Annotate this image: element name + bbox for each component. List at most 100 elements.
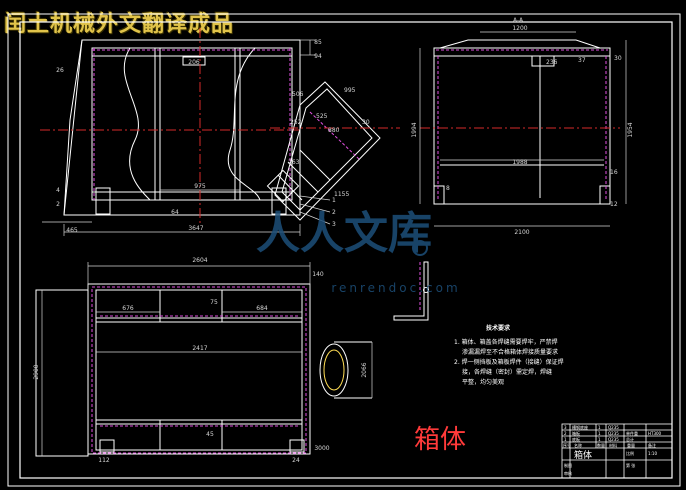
dim-1155: 1155 — [334, 191, 349, 198]
dim-2066: 2066 — [361, 362, 368, 377]
tech-req-line-1: 1. 箱体、箱盖各焊缝需要焊牢，严禁焊 — [454, 338, 558, 346]
dim-24: 24 — [292, 457, 300, 464]
dim-64: 64 — [171, 209, 179, 216]
middle-dim-text: 506 995 880 525 252 30 263 1155 1 2 3 — [288, 87, 370, 228]
dim-2100: 2100 — [514, 229, 529, 236]
top-left-hidden — [92, 48, 292, 200]
dim-94: 94 — [314, 53, 322, 60]
bottom-view-hidden — [91, 286, 307, 454]
dim-45: 45 — [206, 431, 214, 438]
dim-525: 525 — [316, 113, 328, 120]
tb-part-name: 箱体 — [574, 449, 592, 461]
tb-scale: 1:10 — [648, 451, 657, 456]
label-2: 2 — [332, 209, 336, 216]
tb-hdr-c5: 备注 — [648, 442, 656, 448]
dim-506: 506 — [292, 91, 304, 98]
tech-req-title: 技术要求 — [486, 324, 511, 332]
tb-hdr-c0: 序号 — [563, 442, 571, 448]
tb-r2-c4: 单件重 — [626, 430, 638, 436]
dim-2900: 2900 — [33, 364, 40, 379]
top-right-hidden — [436, 49, 608, 200]
top-right-dim-text: 1200 1988 2100 1994 1954 236 37 30 16 12… — [411, 17, 634, 236]
top-left-dimlines — [42, 39, 316, 236]
dim-263: 263 — [288, 159, 300, 166]
middle-view — [266, 81, 381, 221]
dim-112: 112 — [98, 457, 110, 464]
tb-r1-c3: Q235 — [608, 425, 619, 430]
bottom-view-dim-text: 2604 140 676 684 2417 2900 3000 112 24 7… — [33, 257, 330, 464]
tb-r2-c1: 箱板 — [572, 430, 580, 436]
dim-140: 140 — [312, 271, 324, 278]
dim-684: 684 — [256, 305, 268, 312]
dim-3000: 3000 — [314, 445, 329, 452]
technical-requirements: 技术要求 1. 箱体、箱盖各焊缝需要焊牢，严禁焊 渗漏漏焊至不合格箱体焊接质量要… — [454, 324, 564, 386]
top-right-view — [433, 39, 611, 205]
bottom-view-dimlines — [41, 262, 311, 456]
watermark-logo-icon — [412, 240, 428, 256]
dim-30-right: 30 — [614, 55, 622, 62]
dim-1200: 1200 — [512, 25, 527, 32]
bracket-detail — [393, 261, 429, 321]
tech-req-line-3: 2. 焊一侧挡板及箱板焊件（接缝）保证焊 — [454, 358, 564, 366]
tech-req-line-4: 接，各焊缝（密封）需定焊，焊缝 — [462, 368, 552, 376]
dim-236: 236 — [546, 59, 558, 66]
dim-16: 16 — [610, 169, 618, 176]
watermark-main: 人人文库 — [256, 208, 432, 259]
label-1: 1 — [332, 197, 336, 204]
tb-hdr-c2: 数量 — [597, 442, 605, 448]
dim-2: 2 — [56, 201, 60, 208]
dim-252: 252 — [290, 119, 302, 126]
dim-37: 37 — [578, 57, 586, 64]
watermark-url: renrendoc.com — [331, 281, 460, 295]
middle-leaders — [299, 195, 331, 225]
dim-1988: 1988 — [512, 159, 527, 166]
drawing-title: 箱体 — [414, 425, 466, 455]
dim-1954: 1954 — [627, 122, 634, 137]
dim-26: 26 — [56, 67, 64, 74]
top-left-dim-text: 3647 975 64 465 206 94 85 4 26 2 — [56, 39, 322, 234]
dim-12: 12 — [610, 201, 618, 208]
tb-r3-c4: 总计 — [626, 436, 634, 442]
tech-req-line-5: 平整，均匀美观 — [462, 378, 504, 386]
tb-hdr-c1: 名称 — [574, 442, 582, 448]
tb-hdr-c3: 材料 — [609, 442, 617, 448]
bottom-view — [35, 283, 311, 457]
tb-r3-c2: 1 — [598, 437, 601, 442]
tech-req-line-2: 渗漏漏焊至不合格箱体焊接质量要求 — [462, 348, 558, 356]
banner-title: 闰土机械外文翻译成品 — [4, 12, 235, 37]
dim-676: 676 — [122, 305, 134, 312]
dim-75: 75 — [210, 299, 218, 306]
tb-hdr-c4: 重量 — [627, 442, 635, 448]
dim-880: 880 — [328, 127, 340, 134]
watermark: 人人文库 renrendoc.com — [256, 208, 460, 295]
tb-r1-c1: 槽钢底座 — [572, 424, 588, 430]
dim-465: 465 — [66, 227, 78, 234]
dim-85: 85 — [314, 39, 322, 46]
tb-r1-c0: 3 — [564, 425, 567, 430]
tb-check: 审核 — [564, 470, 572, 476]
tb-r2-c3: Q235 — [608, 431, 619, 436]
top-right-dimlines — [419, 31, 627, 227]
tb-r3-c0: 1 — [564, 437, 567, 442]
tb-drawn: 制图 — [564, 462, 572, 468]
dim-4: 4 — [56, 187, 60, 194]
middle-view-hidden — [309, 111, 361, 161]
title-block — [561, 423, 673, 479]
tb-r2-c5: HT300 — [648, 431, 662, 436]
section-label-aa: A-A — [513, 17, 524, 24]
title-block-text: 3 槽钢底座 1 Q235 2 箱板 1 Q235 单件重 HT300 1 底板… — [563, 424, 662, 476]
tb-r2-c0: 2 — [564, 431, 567, 436]
dim-2417: 2417 — [192, 345, 207, 352]
sheet-frame — [7, 13, 681, 487]
dim-206: 206 — [188, 59, 200, 66]
dim-3647: 3647 — [188, 225, 203, 232]
top-left-view — [63, 39, 301, 216]
tb-r3-c1: 底板 — [572, 436, 580, 442]
dim-975: 975 — [194, 183, 206, 190]
dim-8: 8 — [446, 185, 450, 192]
tb-scale-label: 比例 — [626, 450, 634, 456]
side-view — [319, 341, 372, 399]
dim-2604: 2604 — [192, 257, 207, 264]
tb-r2-c2: 1 — [598, 431, 601, 436]
